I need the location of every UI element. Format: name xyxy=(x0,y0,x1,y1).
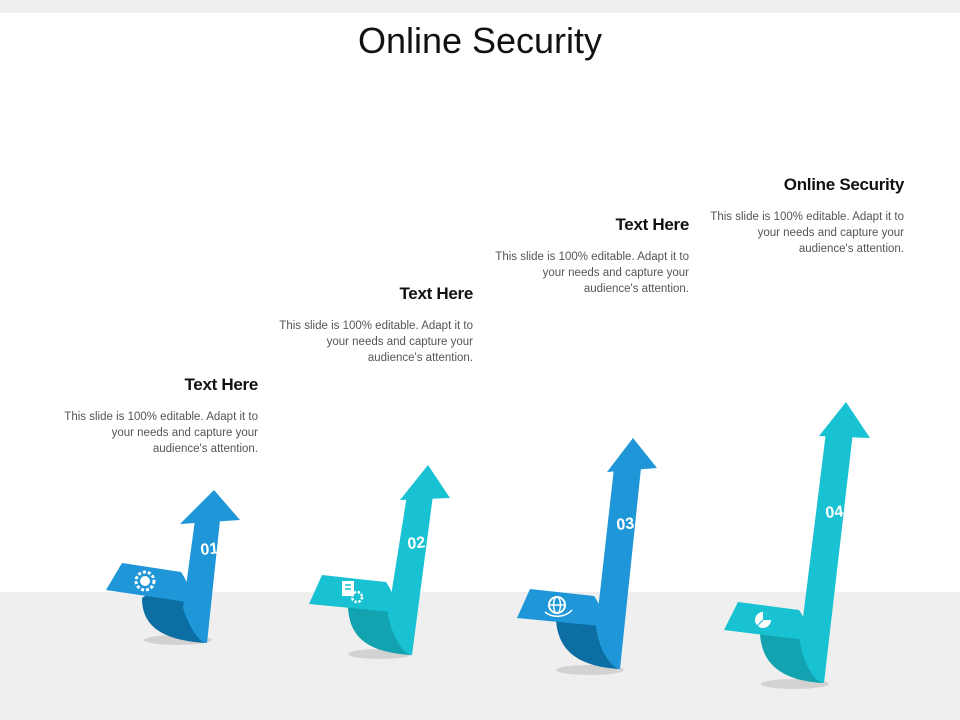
step-number: 03 xyxy=(616,515,636,534)
arrow-head xyxy=(819,402,870,438)
text-block-1: Text Here This slide is 100% editable. A… xyxy=(58,375,258,457)
arrow-shaft xyxy=(596,468,641,669)
text-block-heading: Text Here xyxy=(615,215,689,234)
text-block-body: This slide is 100% editable. Adapt it to… xyxy=(495,251,689,295)
page-title: Online Security xyxy=(357,20,603,61)
step-number: 01 xyxy=(200,540,220,559)
text-block-heading: Text Here xyxy=(184,375,258,394)
arrow-head xyxy=(180,490,240,524)
arrow-shaft xyxy=(800,432,853,683)
gear-runner-icon xyxy=(134,570,156,592)
arrow-shaft xyxy=(183,520,220,643)
arrow-step-4: 04 xyxy=(724,402,870,689)
arrow-step-3: 03 xyxy=(517,438,657,675)
text-block-body: This slide is 100% editable. Adapt it to… xyxy=(279,320,473,364)
top-bar xyxy=(0,0,960,13)
arrow-shaft xyxy=(388,495,433,655)
text-block-3: Text Here This slide is 100% editable. A… xyxy=(489,215,689,297)
ribbon-tab xyxy=(517,589,602,626)
text-block-heading: Text Here xyxy=(399,284,473,303)
pie-chart-icon xyxy=(755,612,771,628)
text-block-heading: Online Security xyxy=(783,175,905,194)
arrow-step-1: 01 xyxy=(106,490,240,645)
arrow-head xyxy=(400,465,450,500)
arrow-step-2: 02 xyxy=(309,465,450,659)
text-block-body: This slide is 100% editable. Adapt it to… xyxy=(710,211,904,255)
step-number: 04 xyxy=(825,503,845,522)
document-gear-icon xyxy=(342,581,364,604)
step-number: 02 xyxy=(407,534,427,553)
text-block-2: Text Here This slide is 100% editable. A… xyxy=(273,284,473,366)
text-block-4: Online Security This slide is 100% edita… xyxy=(704,175,904,257)
arrow-head xyxy=(607,438,657,472)
text-block-body: This slide is 100% editable. Adapt it to… xyxy=(64,411,258,455)
globe-network-icon xyxy=(544,596,573,617)
